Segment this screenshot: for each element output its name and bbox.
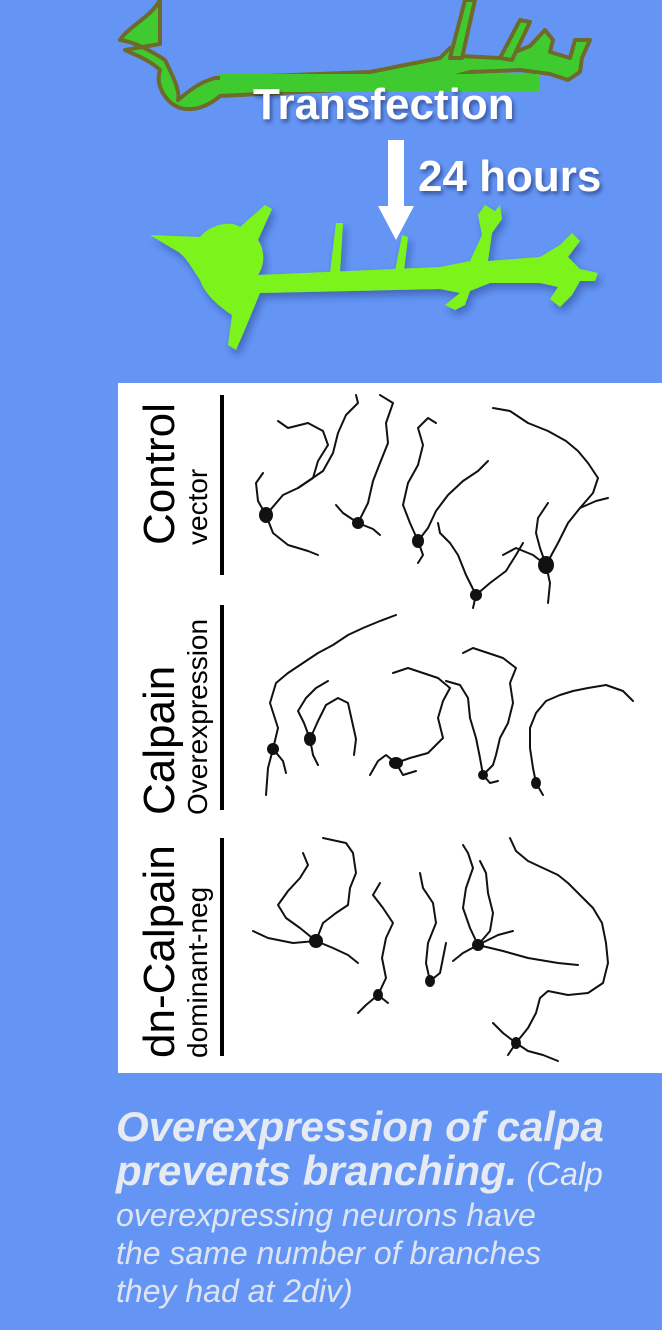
transfection-label: Transfection: [253, 80, 515, 130]
caption-line-2-bold: prevents branching.: [116, 1147, 517, 1194]
neuron-after-illustration: [140, 195, 610, 355]
neuron-tracings-image: [118, 383, 662, 1073]
caption-line-1: Overexpression of calpa: [116, 1105, 662, 1149]
caption-line-2: prevents branching. (Calp: [116, 1149, 662, 1196]
caption: Overexpression of calpa prevents branchi…: [116, 1105, 662, 1310]
caption-line-3: overexpressing neurons have: [116, 1196, 662, 1234]
caption-line-2-rest: (Calp: [517, 1156, 602, 1192]
caption-line-5: they had at 2div): [116, 1272, 662, 1310]
caption-line-4: the same number of branches: [116, 1234, 662, 1272]
neuron-tracings-panel: Control vector Calpain Overexpression dn…: [118, 383, 662, 1073]
